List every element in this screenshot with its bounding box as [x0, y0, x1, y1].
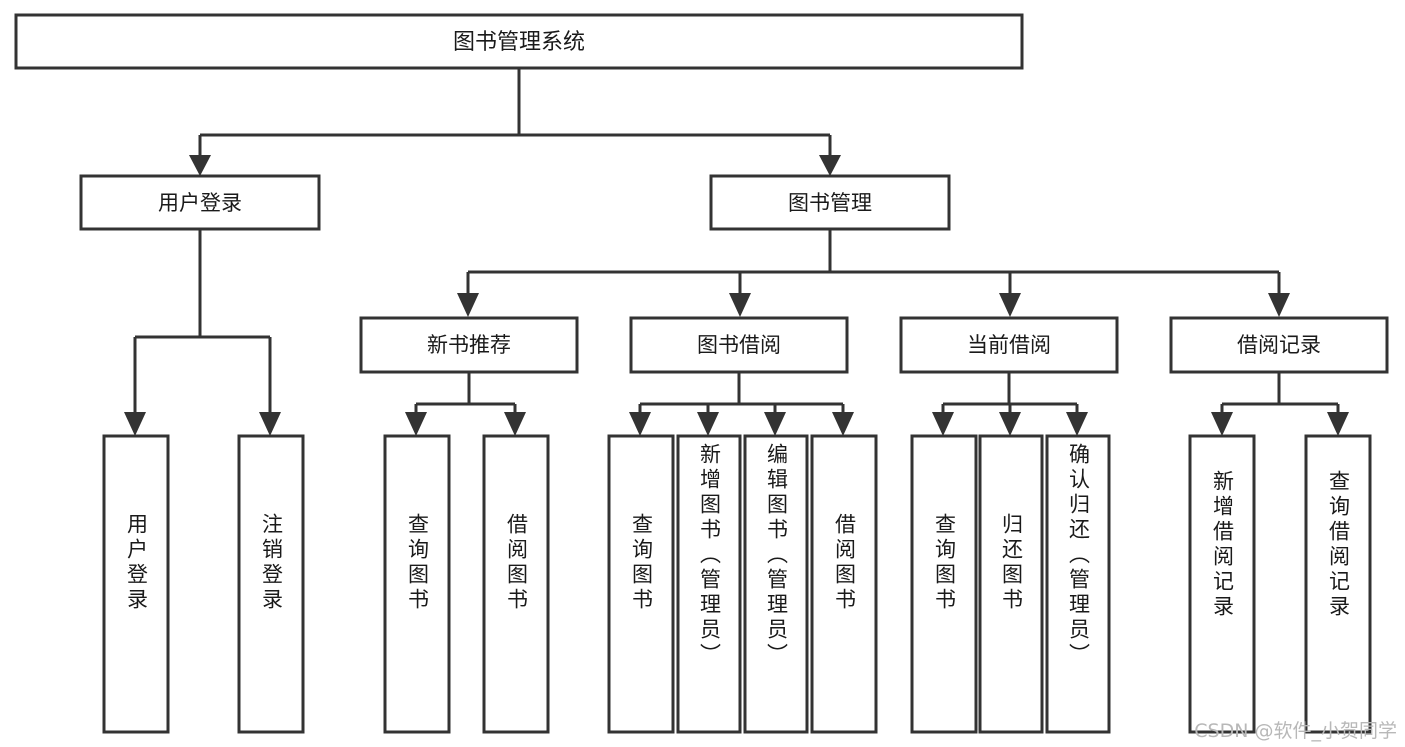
node-user-login-label: 用户登录 [158, 191, 242, 215]
arrow-level3-1 [457, 293, 479, 317]
leaf-box-return-book[interactable] [978, 434, 1044, 734]
arrow-currentborrow-2 [999, 412, 1021, 436]
leaf-box-edit-book[interactable] [743, 434, 809, 734]
watermark-text: CSDN @软件_小贺同学 [1194, 720, 1397, 742]
leaf-box-query-book-1[interactable] [383, 434, 451, 734]
arrow-userlogin-1 [124, 412, 146, 436]
node-new-book-rec-label: 新书推荐 [427, 333, 511, 357]
arrow-bookborrow-1 [629, 412, 651, 436]
arrow-newbook-1 [405, 412, 427, 436]
node-current-borrow-label: 当前借阅 [967, 333, 1051, 357]
arrow-level3-2 [729, 293, 751, 317]
arrow-borrowrecord-2 [1327, 412, 1349, 436]
leaf-box-add-record[interactable] [1188, 434, 1256, 734]
leaf-label-logout: 注销登录 [259, 513, 284, 613]
leaf-label-edit-book: 编辑图书（管理员） [764, 443, 789, 668]
leaf-box-borrow-book-2[interactable] [810, 434, 878, 734]
arrow-userlogin-2 [259, 412, 281, 436]
arrow-bookborrow-4 [832, 412, 854, 436]
node-borrow-record-label: 借阅记录 [1237, 333, 1321, 357]
leaf-label-query-record: 查询借阅记录 [1326, 470, 1351, 620]
arrow-currentborrow-1 [932, 412, 954, 436]
leaf-label-borrow-book-1: 借阅图书 [504, 513, 529, 613]
node-book-borrow-label: 图书借阅 [697, 333, 781, 357]
node-root-label: 图书管理系统 [453, 30, 585, 55]
leaf-box-query-record[interactable] [1304, 434, 1372, 734]
node-book-manage-label: 图书管理 [788, 191, 872, 215]
arrow-currentborrow-3 [1066, 412, 1088, 436]
node-current-borrow[interactable]: 当前借阅 [899, 316, 1119, 374]
arrow-level2-1 [189, 155, 211, 176]
arrow-newbook-2 [504, 412, 526, 436]
leaf-label-borrow-book-2: 借阅图书 [832, 513, 857, 613]
leaf-label-query-book-1: 查询图书 [405, 513, 430, 613]
leaf-label-add-book: 新增图书（管理员） [697, 443, 722, 668]
node-new-book-rec[interactable]: 新书推荐 [359, 316, 579, 374]
arrow-bookborrow-2 [697, 412, 719, 436]
leaf-label-query-book-3: 查询图书 [932, 513, 957, 613]
node-user-login[interactable]: 用户登录 [79, 174, 321, 231]
leaf-box-confirm-return[interactable] [1045, 434, 1111, 734]
node-book-manage[interactable]: 图书管理 [709, 174, 951, 231]
leaf-label-confirm-return: 确认归还（管理员） [1066, 443, 1091, 668]
arrow-level3-4 [1268, 293, 1290, 317]
leaf-box-query-book-2[interactable] [607, 434, 675, 734]
leaf-box-user-login[interactable] [102, 434, 170, 734]
leaf-label-return-book: 归还图书 [999, 513, 1024, 613]
node-book-borrow[interactable]: 图书借阅 [629, 316, 849, 374]
leaf-label-user-login: 用户登录 [124, 513, 149, 613]
leaf-box-logout[interactable] [237, 434, 305, 734]
leaf-box-query-book-3[interactable] [910, 434, 978, 734]
arrow-level2-2 [819, 155, 841, 176]
arrow-bookborrow-3 [764, 412, 786, 436]
node-borrow-record[interactable]: 借阅记录 [1169, 316, 1389, 374]
node-root[interactable]: 图书管理系统 [14, 13, 1024, 70]
leaf-label-query-book-2: 查询图书 [629, 513, 654, 613]
leaf-label-add-record: 新增借阅记录 [1210, 470, 1235, 620]
leaf-box-add-book[interactable] [676, 434, 742, 734]
leaf-box-borrow-book-1[interactable] [482, 434, 550, 734]
arrow-level3-3 [999, 293, 1021, 317]
arrow-borrowrecord-1 [1211, 412, 1233, 436]
